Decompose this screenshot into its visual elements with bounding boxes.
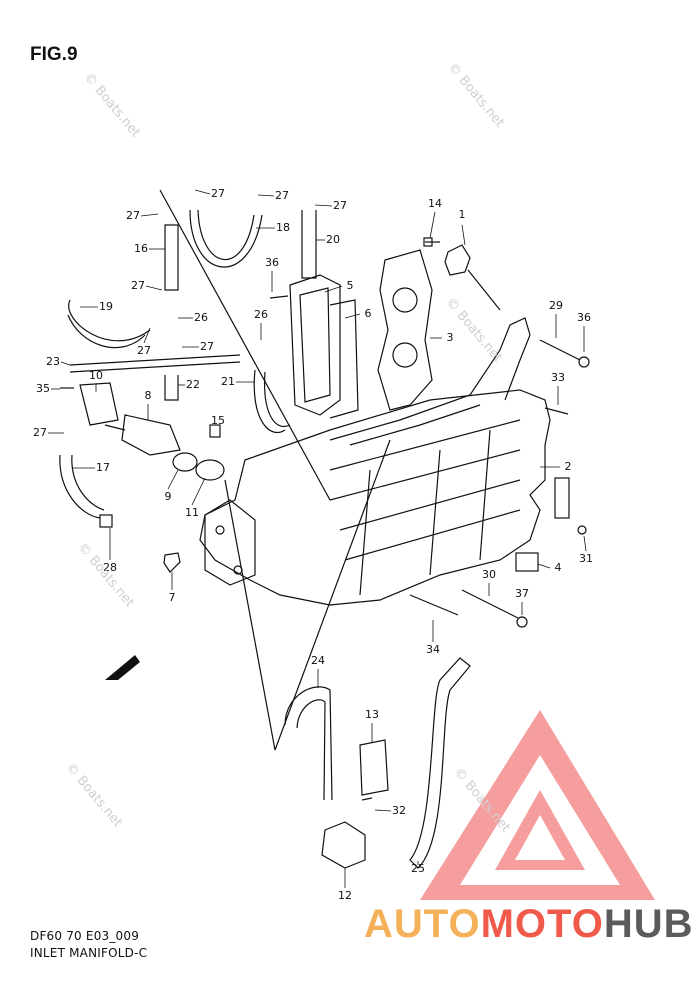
callout-leader-line xyxy=(140,213,159,217)
callout-leader-line xyxy=(314,204,333,207)
brand-part-hub: HUB xyxy=(603,902,694,946)
callout-number: 16 xyxy=(134,242,148,255)
callout-number: 15 xyxy=(211,414,225,427)
callout-number: 27 xyxy=(211,187,225,200)
callout-leader-line xyxy=(429,211,436,239)
callout-leader-line xyxy=(145,285,163,291)
callout-number: 27 xyxy=(200,340,214,353)
callout-number: 12 xyxy=(338,889,352,902)
callout-number: 8 xyxy=(145,389,152,402)
brand-part-moto: MOTO xyxy=(480,902,604,946)
callout-number: 29 xyxy=(549,299,563,312)
callout-number: 23 xyxy=(46,355,60,368)
callout-number: 27 xyxy=(131,279,145,292)
callout-number: 27 xyxy=(33,426,47,439)
callout-number: 31 xyxy=(579,552,593,565)
brand-logo: AUTOMOTOHUB xyxy=(364,902,694,947)
callout-number: 17 xyxy=(96,461,110,474)
callout-number: 35 xyxy=(36,382,50,395)
callout-leader-line xyxy=(344,313,361,319)
callout-number: 27 xyxy=(137,344,151,357)
brand-part-auto: AUTO xyxy=(364,902,481,946)
callout-number: 26 xyxy=(254,308,268,321)
callout-leader-line xyxy=(191,477,206,506)
callout-number: 27 xyxy=(275,189,289,202)
callout-leader-line xyxy=(583,535,587,552)
callout-number: 9 xyxy=(165,490,172,503)
callout-number: 19 xyxy=(99,300,113,313)
callout-number: 3 xyxy=(447,331,454,344)
callout-leader-line xyxy=(537,563,551,569)
callout-number: 32 xyxy=(392,804,406,817)
callout-number: 10 xyxy=(89,369,103,382)
callout-number: 11 xyxy=(185,506,199,519)
callout-number: 7 xyxy=(169,591,176,604)
callout-number: 18 xyxy=(276,221,290,234)
callout-number: 34 xyxy=(426,643,440,656)
callout-number: 36 xyxy=(577,311,591,324)
callout-number: 22 xyxy=(186,378,200,391)
callout-number: 14 xyxy=(428,197,442,210)
callout-leader-line xyxy=(324,285,343,293)
callout-number: 4 xyxy=(555,561,562,574)
callout-leader-line xyxy=(143,327,151,344)
callout-number: 2 xyxy=(565,460,572,473)
callout-leader-line xyxy=(60,361,71,366)
callout-number: 21 xyxy=(221,375,235,388)
callout-number: 27 xyxy=(333,199,347,212)
callout-number: 20 xyxy=(326,233,340,246)
figure-code: DF60 70 E03_009 xyxy=(30,929,140,943)
callout-number: 33 xyxy=(551,371,565,384)
figure-name: INLET MANIFOLD-C xyxy=(30,946,148,960)
callout-number: 25 xyxy=(411,862,425,875)
callout-number: 28 xyxy=(103,561,117,574)
callout-number: 30 xyxy=(482,568,496,581)
callout-number: 37 xyxy=(515,587,529,600)
callout-labels: 1234567891011121314151617181920212223242… xyxy=(33,187,593,902)
callout-leader-line xyxy=(194,189,211,195)
forward-arrow-icon xyxy=(105,655,140,680)
brand-triangle-icon xyxy=(420,710,655,900)
callout-leader-line xyxy=(461,224,466,246)
callout-number: 5 xyxy=(347,279,354,292)
callout-number: 24 xyxy=(311,654,325,667)
callout-number: 13 xyxy=(365,708,379,721)
callout-number: 1 xyxy=(459,208,466,221)
callout-leader-line xyxy=(167,469,179,490)
figure-title: FIG.9 xyxy=(30,44,78,65)
callout-leader-line xyxy=(374,809,392,812)
callout-number: 36 xyxy=(265,256,279,269)
callout-number: 26 xyxy=(194,311,208,324)
callout-leader-line xyxy=(257,194,275,197)
callout-number: 27 xyxy=(126,209,140,222)
callout-number: 6 xyxy=(365,307,372,320)
